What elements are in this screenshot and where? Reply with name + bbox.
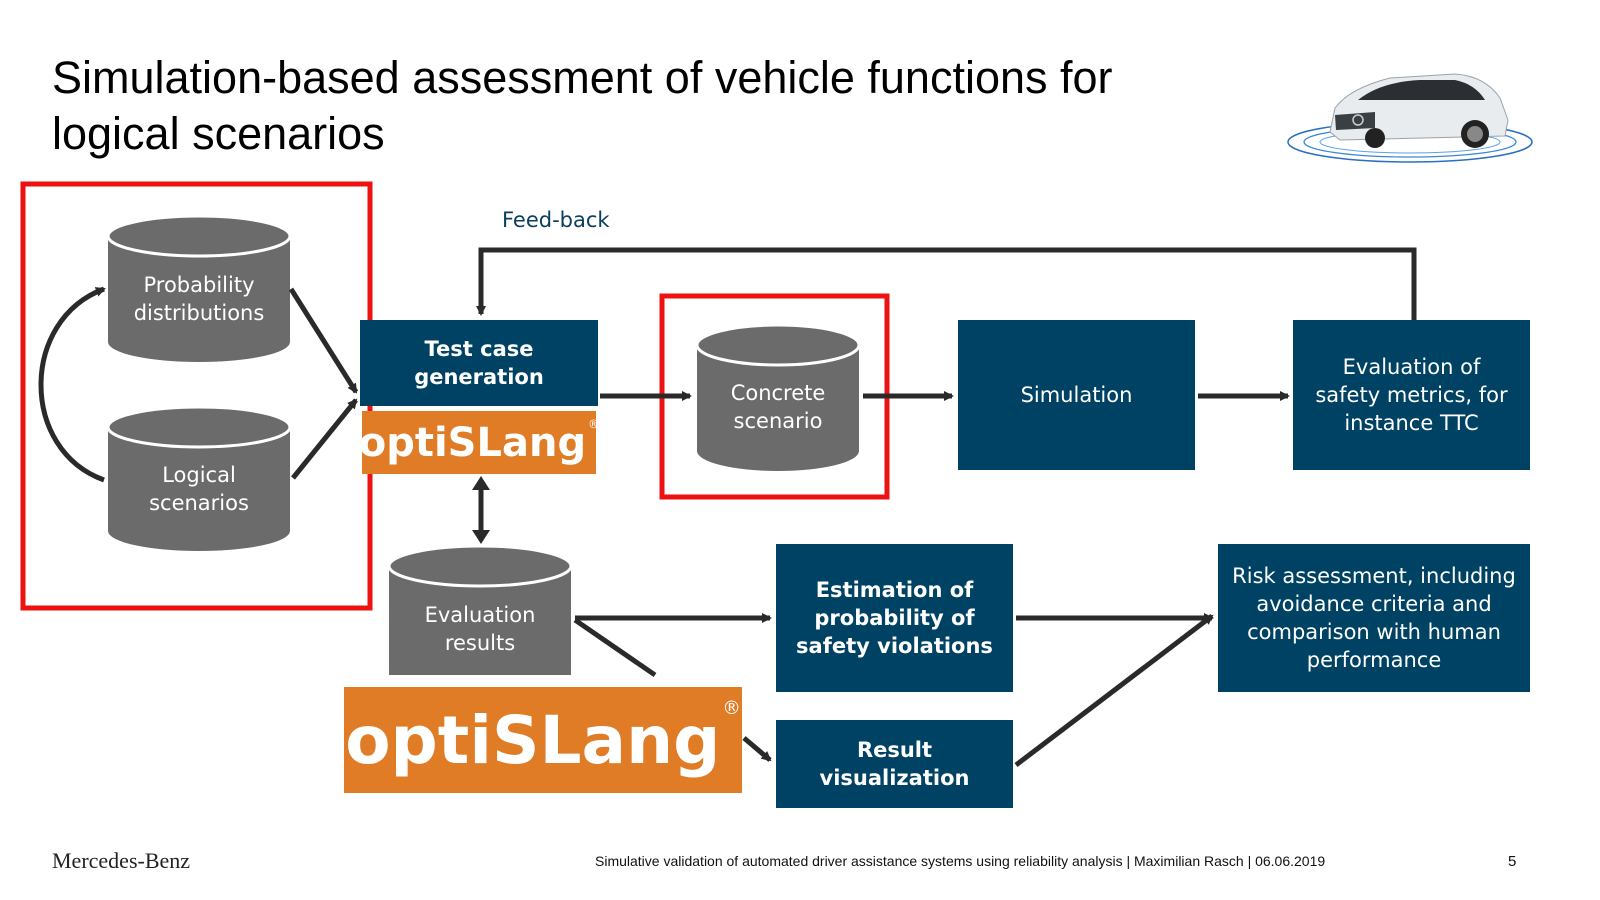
cylinder-probability <box>106 214 292 362</box>
footer-caption: Simulative validation of automated drive… <box>595 853 1326 869</box>
arrow-prob-to-test <box>288 287 359 394</box>
optislang-logo-large-text: optiSLang <box>345 701 721 779</box>
box-test-case-generation: Test case generation <box>360 320 598 406</box>
arrow-results-to-visualization <box>573 617 657 678</box>
footer-brand: Mercedes-Benz <box>52 848 191 873</box>
arrow-loop <box>38 286 106 483</box>
box-estimation-probability: Estimation of probability of safety viol… <box>776 544 1013 692</box>
optislang-logo-small-registered: ® <box>588 417 600 431</box>
cylinder-evaluation-label: Evaluation results <box>424 603 536 655</box>
optislang-logo-small-text: optiSLang <box>358 419 587 466</box>
box-simulation: Simulation <box>958 320 1195 470</box>
box-result-visualization: Result visualization <box>776 720 1013 808</box>
box-risk-assessment: Risk assessment, including avoidance cri… <box>1218 544 1530 692</box>
arrow-logical-to-test <box>291 398 358 480</box>
cylinder-logical-label: Logical scenarios <box>149 463 249 515</box>
optislang-logo-large: optiSLang® <box>344 687 742 793</box>
box-evaluation-safety-metrics: Evaluation of safety metrics, for instan… <box>1293 320 1530 470</box>
cylinder-evaluation <box>387 544 573 675</box>
arrowhead-down <box>472 530 490 544</box>
optislang-logo-large-registered: ® <box>722 698 741 720</box>
page-title: Simulation-based assessment of vehicle f… <box>52 52 1113 159</box>
cylinder-concrete-label: Concrete scenario <box>730 381 826 433</box>
arrow-feedback <box>476 247 1417 320</box>
arrow-visualization-to-risk <box>1014 614 1214 767</box>
cylinder-probability-label: Probability distributions <box>133 273 265 325</box>
optislang-logo-small: optiSLang® <box>358 411 600 474</box>
arrowhead-up <box>472 476 490 490</box>
car-illustration <box>1280 60 1545 175</box>
feedback-label: Feed-back <box>502 208 610 232</box>
cylinder-logical <box>106 405 292 551</box>
arrow-results-to-visualization-end <box>742 736 772 762</box>
page-number: 5 <box>1508 853 1517 870</box>
cylinder-concrete <box>695 323 861 471</box>
